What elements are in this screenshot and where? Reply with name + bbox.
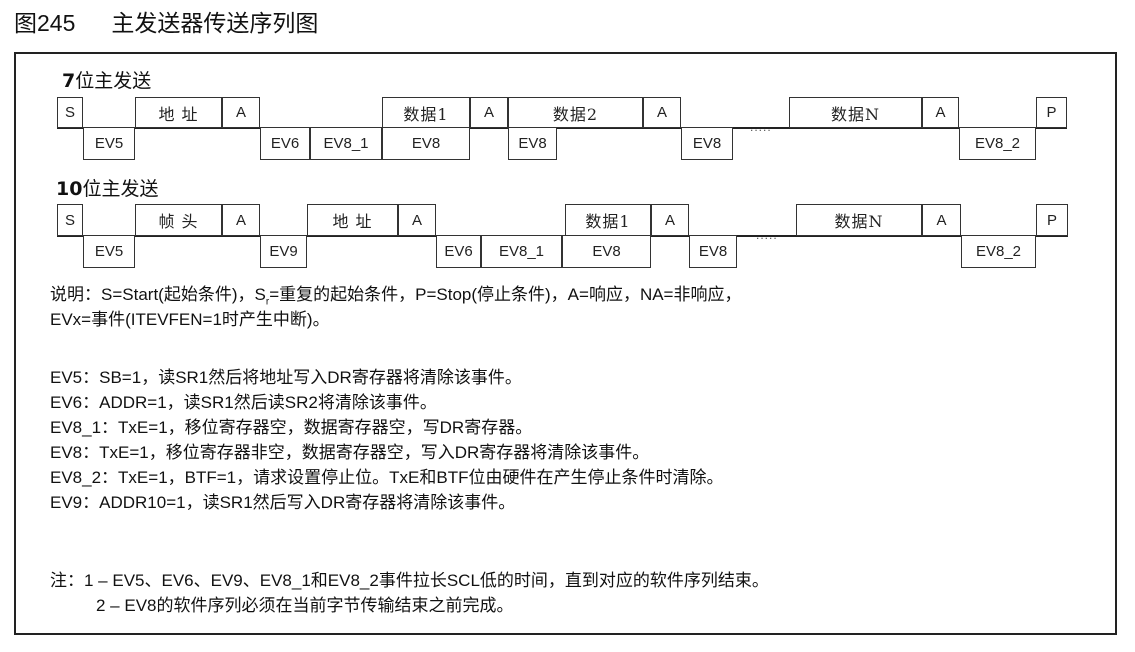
seven-bit-bottom-box-ev8_2: EV8_2 (959, 127, 1036, 160)
ten-bit-ellipsis: ..... (756, 228, 778, 242)
seven-bit-top-box-a: A (470, 97, 508, 128)
note-2: 2 – EV8的软件序列必须在当前字节传输结束之前完成。 (96, 596, 514, 615)
seven-bit-label-text: 位主发送 (75, 70, 152, 92)
seven-bit-label: 7位主发送 (62, 66, 151, 93)
ten-bit-top-box-a: A (222, 204, 260, 236)
seven-bit-top-box-a: A (643, 97, 681, 128)
ten-bit-top-box-a: A (651, 204, 689, 236)
ten-bit-bottom-box-ev8_2: EV8_2 (961, 235, 1036, 268)
event-ev6: EV6：ADDR=1，读SR1然后读SR2将清除该事件。 (50, 393, 437, 412)
figure-title: 图245 主发送器传送序列图 (14, 4, 318, 38)
seven-bit-top-box-s: S (57, 97, 83, 128)
ten-bit-bottom-box-ev8: EV8 (562, 235, 651, 268)
ten-bit-bottom-box-ev8: EV8 (689, 235, 737, 268)
ten-bit-label-text: 位主发送 (82, 178, 159, 200)
ten-bit-top-box-数据1: 数据1 (565, 204, 651, 236)
seven-bit-top-box-a: A (922, 97, 959, 128)
seven-bit-ellipsis: ..... (750, 120, 772, 134)
seven-bit-top-box-数据2: 数据2 (508, 97, 643, 128)
seven-bit-top-box-数据1: 数据1 (382, 97, 470, 128)
ten-bit-top-box-a: A (922, 204, 961, 236)
seven-bit-baseline (57, 127, 1067, 129)
seven-bit-top-box-地址: 地 址 (135, 97, 222, 128)
event-ev9: EV9：ADDR10=1，读SR1然后写入DR寄存器将清除该事件。 (50, 493, 516, 512)
legend-subscript: r (265, 296, 270, 308)
event-ev5: EV5：SB=1，读SR1然后将地址写入DR寄存器将清除该事件。 (50, 368, 522, 387)
event-ev8-2: EV8_2：TxE=1，BTF=1，请求设置停止位。TxE和BTF位由硬件在产生… (50, 468, 724, 487)
legend-block: 说明：S=Start(起始条件)，Sr=重复的起始条件，P=Stop(停止条件)… (50, 282, 742, 332)
ten-bit-bottom-box-ev5: EV5 (83, 235, 135, 268)
ten-bit-top-box-帧头: 帧 头 (135, 204, 222, 236)
event-ev8: EV8：TxE=1，移位寄存器非空，数据寄存器空，写入DR寄存器将清除该事件。 (50, 443, 650, 462)
ten-bit-bottom-box-ev9: EV9 (260, 235, 307, 268)
seven-bit-bottom-box-ev8: EV8 (508, 127, 557, 160)
seven-bit-bottom-box-ev8: EV8 (681, 127, 733, 160)
figure-number: 图245 (14, 10, 76, 36)
ten-bit-top-box-a: A (398, 204, 436, 236)
seven-bit-bottom-box-ev8_1: EV8_1 (310, 127, 382, 160)
seven-bit-bottom-box-ev8: EV8 (382, 127, 470, 160)
seven-bit-top-box-a: A (222, 97, 260, 128)
ten-bit-bottom-box-ev6: EV6 (436, 235, 481, 268)
figure-name: 主发送器传送序列图 (111, 11, 319, 37)
ten-bit-label: 10位主发送 (56, 174, 158, 201)
ten-bit-top-box-p: P (1036, 204, 1068, 236)
legend-line-1b: =重复的起始条件，P=Stop(停止条件)，A=响应，NA=非响应， (269, 285, 742, 304)
seven-bit-bottom-box-ev6: EV6 (260, 127, 310, 160)
ten-bit-bottom-box-ev8_1: EV8_1 (481, 235, 562, 268)
figure-frame (14, 52, 1117, 635)
seven-bit-top-box-p: P (1036, 97, 1067, 128)
ten-bit-top-box-s: S (57, 204, 83, 236)
seven-bit-bottom-box-ev5: EV5 (83, 127, 135, 160)
seven-bit-label-number: 7 (62, 70, 76, 92)
events-block: EV5：SB=1，读SR1然后将地址写入DR寄存器将清除该事件。 EV6：ADD… (50, 365, 723, 515)
note-1: 注：1 – EV5、EV6、EV9、EV8_1和EV8_2事件拉长SCL低的时间… (50, 571, 769, 590)
notes-block: 注：1 – EV5、EV6、EV9、EV8_1和EV8_2事件拉长SCL低的时间… (50, 568, 769, 618)
ten-bit-top-box-地址: 地 址 (307, 204, 398, 236)
seven-bit-top-box-数据n: 数据N (789, 97, 922, 128)
ten-bit-top-box-数据n: 数据N (796, 204, 922, 236)
legend-line-2: EVx=事件(ITEVFEN=1时产生中断)。 (50, 310, 330, 329)
ten-bit-label-number: 10 (56, 178, 83, 200)
event-ev8-1: EV8_1：TxE=1，移位寄存器空，数据寄存器空，写DR寄存器。 (50, 418, 533, 437)
legend-line-1a: 说明：S=Start(起始条件)，S (50, 285, 266, 304)
legend-line-1: 说明：S=Start(起始条件)，Sr=重复的起始条件，P=Stop(停止条件)… (50, 282, 742, 307)
